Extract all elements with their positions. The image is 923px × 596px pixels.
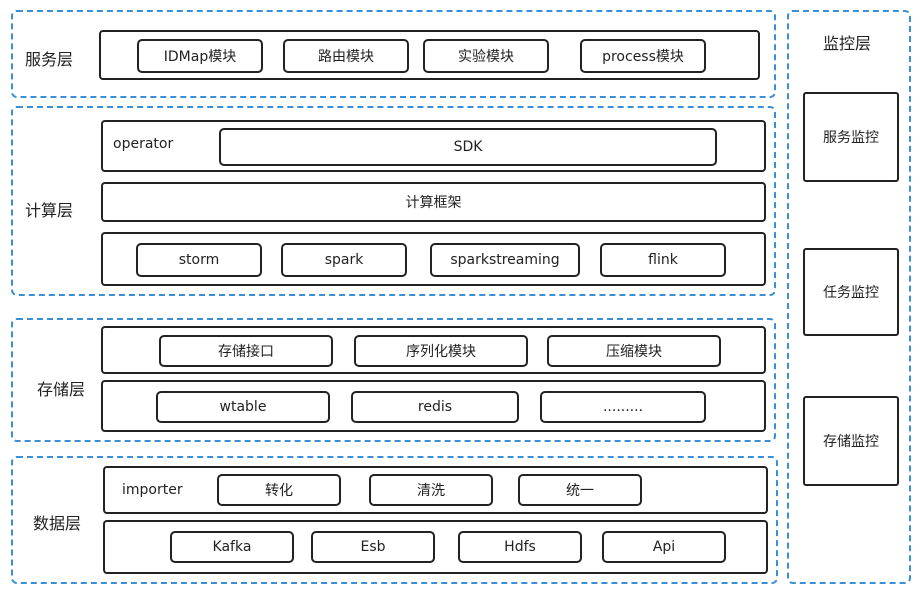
service-monitoring: 服务监控 [803,92,899,182]
importer-panel: importer 转化 清洗 统一 [103,466,768,514]
importer-label: importer [122,482,183,498]
compute-layer: 计算层 operator SDK 计算框架 storm spark sparks… [11,106,776,296]
data-sources-panel: Kafka Esb Hdfs Api [103,520,768,574]
routing-module: 路由模块 [283,39,409,73]
sparkstreaming-engine: sparkstreaming [430,243,580,277]
service-layer-label: 服务层 [25,50,74,69]
data-layer: 数据层 importer 转化 清洗 统一 Kafka Esb Hdfs Api [11,456,778,584]
data-layer-label: 数据层 [33,514,82,533]
serialization-module: 序列化模块 [354,335,528,367]
kafka-source: Kafka [170,531,294,563]
redis-backend: redis [351,391,519,423]
monitoring-layer-label: 监控层 [823,34,872,53]
storage-layer-label: 存储层 [37,380,86,399]
idmap-module: IDMap模块 [137,39,263,73]
task-monitoring: 任务监控 [803,248,899,336]
flink-engine: flink [600,243,726,277]
compute-framework-label: 计算框架 [405,195,462,211]
wtable-backend: wtable [156,391,330,423]
more-backends: ......... [540,391,706,423]
storage-layer: 存储层 存储接口 序列化模块 压缩模块 wtable redis .......… [11,318,776,442]
storage-modules-panel: 存储接口 序列化模块 压缩模块 [101,326,766,374]
storm-engine: storm [136,243,262,277]
monitoring-layer: 监控层 服务监控 任务监控 存储监控 [787,10,911,584]
service-layer: 服务层 IDMap模块 路由模块 实验模块 process模块 [11,10,776,98]
transform-step: 转化 [217,474,341,506]
experiment-module: 实验模块 [423,39,549,73]
compression-module: 压缩模块 [547,335,721,367]
service-modules-panel: IDMap模块 路由模块 实验模块 process模块 [99,30,760,80]
storage-backends-panel: wtable redis ......... [101,380,766,432]
compute-framework-panel: 计算框架 [101,182,766,222]
compute-layer-label: 计算层 [25,201,74,220]
cleanse-step: 清洗 [369,474,493,506]
storage-interface-module: 存储接口 [159,335,333,367]
esb-source: Esb [311,531,435,563]
operator-panel: operator SDK [101,120,766,172]
spark-engine: spark [281,243,407,277]
sdk-box: SDK [219,128,717,166]
hdfs-source: Hdfs [458,531,582,563]
api-source: Api [602,531,726,563]
storage-monitoring: 存储监控 [803,396,899,486]
compute-engines-panel: storm spark sparkstreaming flink [101,232,766,286]
unify-step: 统一 [518,474,642,506]
process-module: process模块 [580,39,706,73]
operator-label: operator [113,136,174,152]
